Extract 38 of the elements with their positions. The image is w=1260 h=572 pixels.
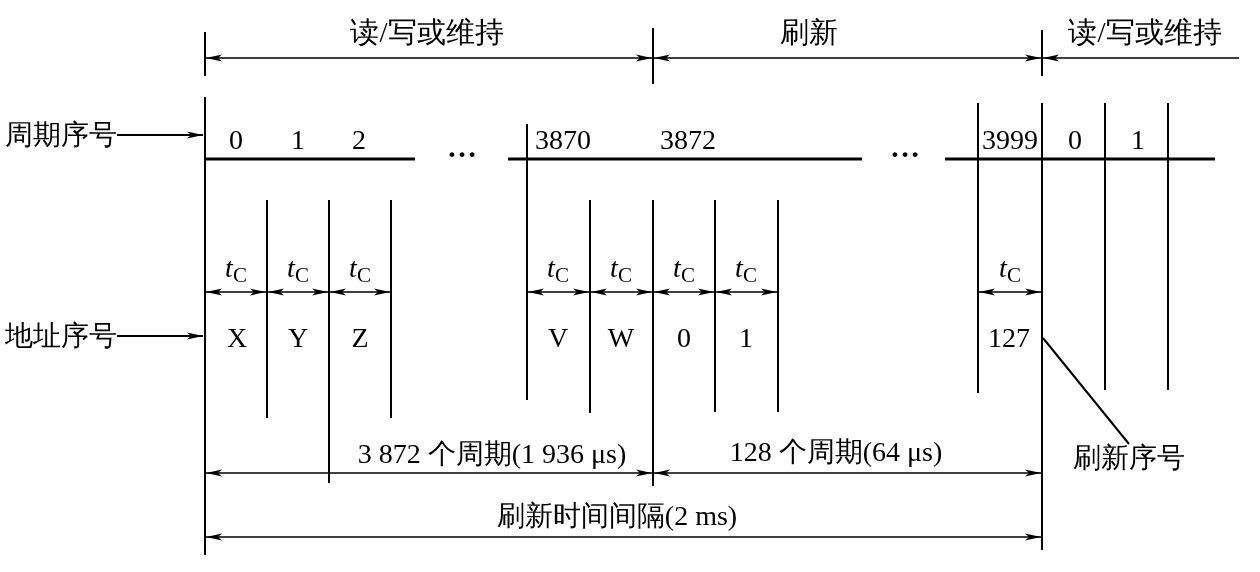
cycle-number: 1 (1131, 126, 1145, 154)
band-label: 读/写或维持 (350, 17, 504, 47)
address-label: Z (351, 324, 369, 352)
callout-label: 刷新序号 (1073, 444, 1185, 472)
cycle-number: 0 (229, 126, 243, 154)
address-label: Y (287, 324, 309, 352)
cycle-number: 3999 (982, 126, 1038, 154)
arrow (116, 332, 204, 340)
period-symbol: t$_{C}$ (349, 254, 371, 282)
cycle-number: 0 (1068, 126, 1082, 154)
ellipsis-mark: … (890, 132, 920, 162)
period-symbol: t$_{C}$ (287, 254, 309, 282)
address-label: V (547, 324, 569, 352)
address-label: 0 (677, 324, 691, 352)
period-symbol: t$_{C}$ (673, 254, 695, 282)
cycle-number: 2 (352, 126, 366, 154)
period-symbol: t$_{C}$ (999, 254, 1021, 282)
cycle-number: 3870 (535, 126, 591, 154)
row-label: 周期序号 (5, 121, 117, 149)
arrow (116, 131, 204, 139)
row-label: 地址序号 (5, 322, 117, 350)
cycle-number: 1 (291, 126, 305, 154)
address-label: 1 (739, 324, 753, 352)
address-label: 127 (988, 324, 1030, 352)
address-label: X (226, 324, 248, 352)
ellipsis-mark: … (447, 132, 477, 162)
dimension-label: 刷新时间间隔(2 ms) (496, 502, 738, 530)
period-symbol: t$_{C}$ (610, 254, 632, 282)
period-symbol: t$_{C}$ (735, 254, 757, 282)
cycle-number: 3872 (660, 126, 716, 154)
address-label: W (607, 324, 635, 352)
band-label: 读/写或维持 (1068, 17, 1222, 47)
period-symbol: t$_{C}$ (547, 254, 569, 282)
band-label: 刷新 (780, 17, 838, 47)
dimension-label: 128 个周期(64 μs) (729, 438, 943, 466)
dimension-label: 3 872 个周期(1 936 μs) (357, 440, 627, 468)
period-symbol: t$_{C}$ (225, 254, 247, 282)
leader-line (1042, 337, 1130, 445)
